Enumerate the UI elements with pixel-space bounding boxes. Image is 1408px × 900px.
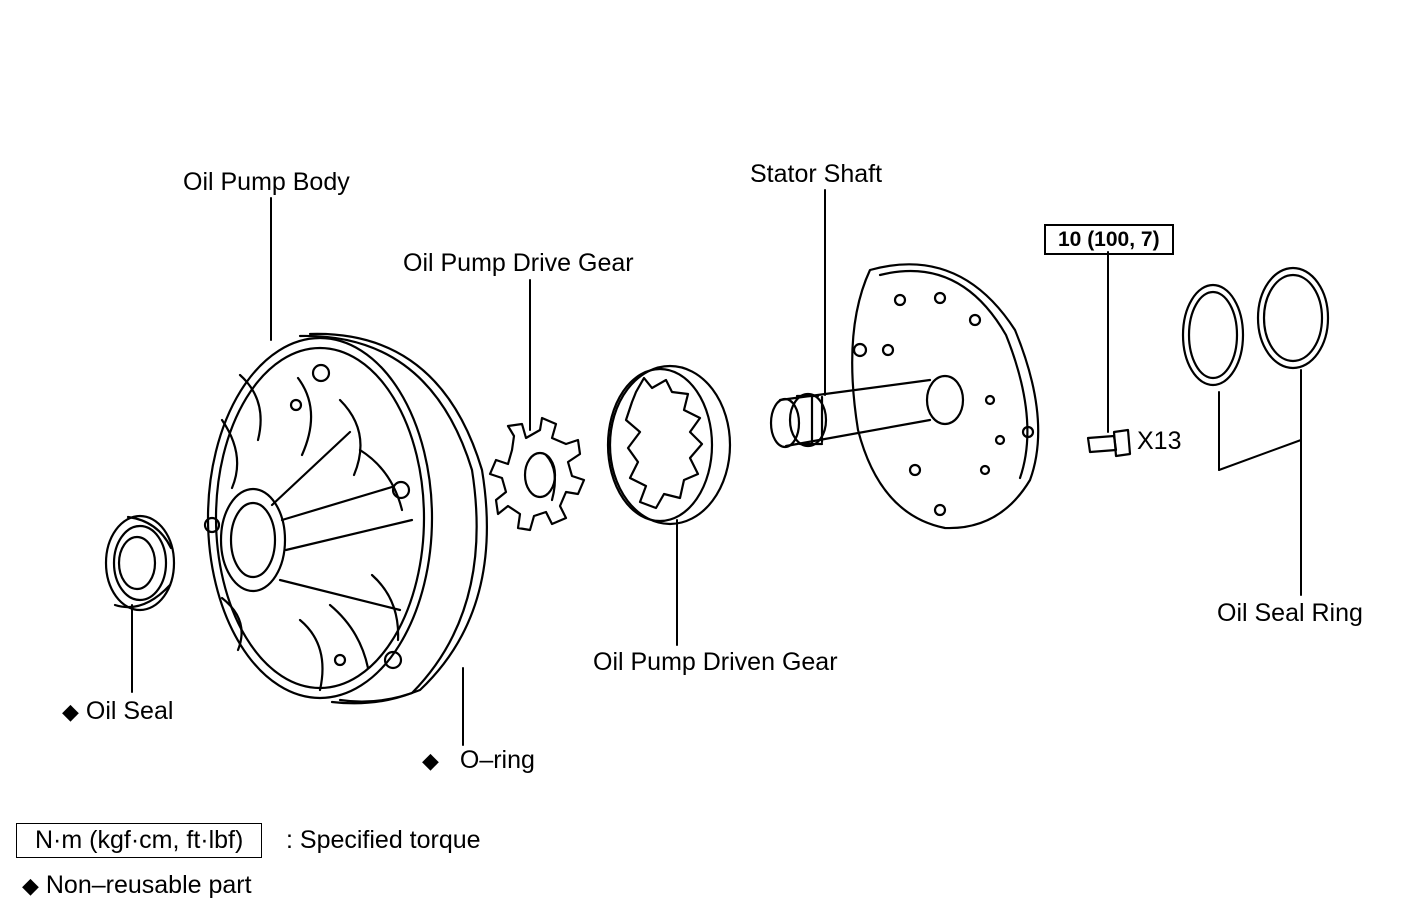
oil-pump-drive-gear-label: Oil Pump Drive Gear: [403, 249, 634, 277]
leader-lines: [131, 189, 1302, 746]
oil-pump-driven-gear-label: Oil Pump Driven Gear: [593, 648, 838, 676]
non-reusable-legend: ◆ Non–reusable part: [22, 873, 252, 898]
bolt-quantity-label: X13: [1137, 427, 1182, 455]
oil-seal-part: [104, 514, 176, 612]
oil-pump-driven-gear-part: [606, 364, 732, 526]
o-ring-label-group: ◆ O–ring: [422, 748, 535, 773]
torque-legend-description: : Specified torque: [286, 826, 481, 854]
stator-shaft-label: Stator Shaft: [750, 160, 883, 188]
torque-unit-legend-box: N·m (kgf·cm, ft·lbf): [16, 823, 263, 858]
diamond-icon: ◆: [422, 748, 439, 773]
diamond-icon: ◆: [22, 873, 39, 898]
non-reusable-legend-text: Non–reusable part: [45, 871, 252, 899]
oil-seal-ring-label: Oil Seal Ring: [1217, 599, 1363, 627]
oil-pump-body-label: Oil Pump Body: [183, 168, 350, 196]
oil-pump-drive-gear-part: [488, 416, 586, 532]
oil-seal-label: Oil Seal: [85, 697, 174, 725]
stator-shaft-part: [769, 263, 1040, 530]
o-ring-label: O–ring: [459, 746, 535, 774]
torque-spec-box: 10 (100, 7): [1044, 224, 1174, 255]
oil-pump-body-part: [203, 332, 488, 705]
bolt-part: [1086, 428, 1132, 458]
oil-seal-label-group: ◆ Oil Seal: [62, 699, 173, 724]
oil-seal-ring-parts: [1181, 266, 1330, 387]
diamond-icon: ◆: [62, 699, 79, 724]
